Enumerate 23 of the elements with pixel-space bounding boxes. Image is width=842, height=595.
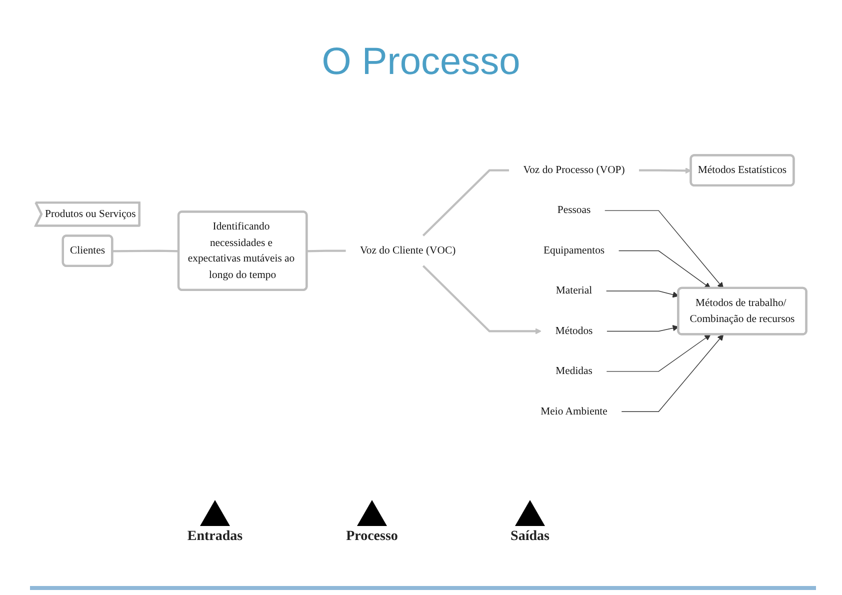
arrow [422, 265, 542, 334]
connector [306, 250, 346, 252]
stage-label: Processo [346, 529, 398, 545]
arrow [621, 334, 724, 412]
node-text: Medidas [556, 366, 592, 377]
stage-label: Entradas [187, 529, 243, 545]
arrow [604, 210, 724, 289]
node-text: Voz do Cliente (VOC) [360, 244, 456, 256]
arrow [639, 168, 692, 174]
node-text: Métodos [555, 325, 593, 337]
arrow [606, 290, 679, 298]
stage-label: Saídas [510, 529, 550, 545]
connector [112, 250, 179, 252]
node-text: Material [556, 285, 592, 297]
node-text: Meio Ambiente [540, 406, 608, 418]
node-text: Voz do Processo (VOP) [523, 164, 625, 176]
arrow [618, 250, 711, 289]
node-text: Equipamentos [543, 244, 605, 256]
title: O Processo [322, 40, 520, 84]
arrow [606, 325, 679, 332]
node-text: Pessoas [557, 204, 591, 216]
connector [422, 169, 509, 236]
arrow [606, 334, 711, 372]
